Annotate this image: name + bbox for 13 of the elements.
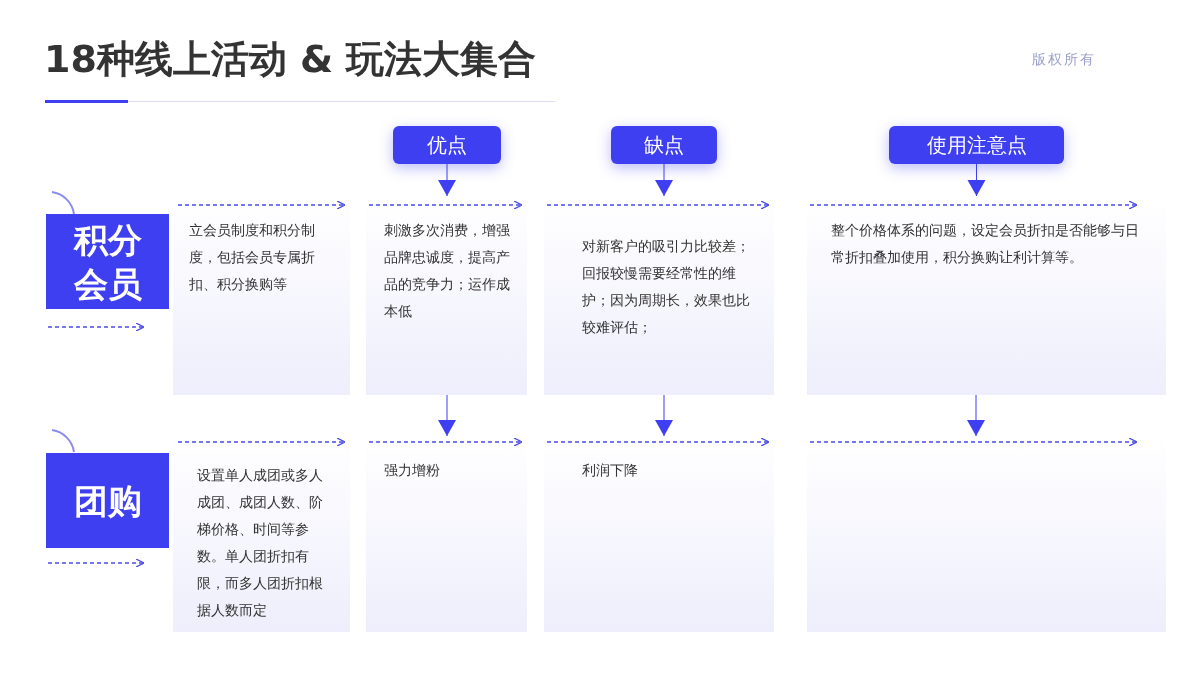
down-arrow bbox=[967, 163, 986, 197]
down-arrow bbox=[655, 163, 673, 197]
down-arrow bbox=[438, 163, 456, 197]
down-arrow bbox=[655, 394, 673, 437]
header-tab: 使用注意点 bbox=[889, 126, 1064, 164]
down-arrow bbox=[438, 394, 456, 437]
header-tab: 缺点 bbox=[611, 126, 717, 164]
row-label: 团购 bbox=[46, 453, 169, 548]
row-label: 积分会员 bbox=[46, 214, 169, 309]
header-tab: 优点 bbox=[393, 126, 501, 164]
title: 18种线上活动 & 玩法大集合 bbox=[44, 36, 537, 83]
copyright-note: 版权所有 bbox=[1032, 51, 1096, 69]
down-arrow bbox=[967, 394, 985, 437]
